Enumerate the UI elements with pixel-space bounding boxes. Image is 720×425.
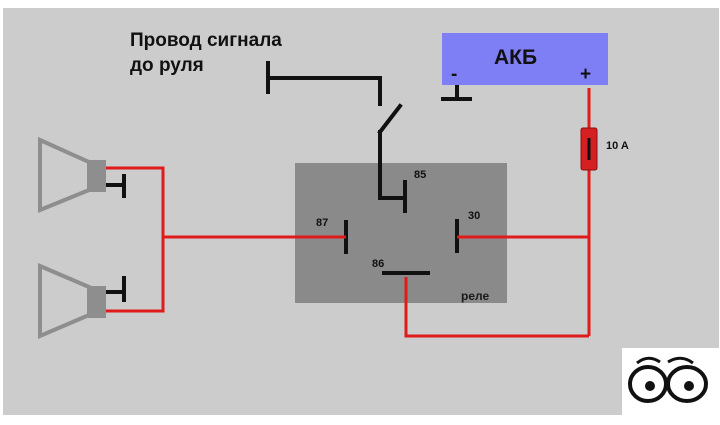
- relay-label: реле: [461, 289, 489, 303]
- battery-body: [442, 33, 608, 85]
- eyes-icon: [622, 348, 720, 416]
- horn-icon: [38, 136, 126, 213]
- fuse-label: 10 A: [606, 140, 629, 152]
- signal-wire-label-line1: Провод сигнала: [130, 30, 282, 51]
- battery-plus-label: +: [580, 64, 591, 85]
- relay-pin-85-label: 85: [414, 169, 426, 181]
- battery-minus-label: -: [451, 64, 457, 85]
- relay-pin-87-label: 87: [316, 217, 328, 229]
- battery-label: АКБ: [494, 46, 537, 69]
- relay-pin-86-label: 86: [372, 258, 384, 270]
- red-wiring: [104, 88, 591, 338]
- fuse: 10 A: [580, 127, 629, 171]
- battery-ground: [441, 85, 472, 101]
- signal-switch: [266, 61, 407, 213]
- relay-pin-30-label: 30: [468, 210, 480, 222]
- signal-wire-label-line2: до руля: [130, 55, 204, 76]
- horn-icon: [38, 262, 126, 340]
- relay-body: [295, 163, 507, 303]
- battery: АКБ - +: [442, 33, 608, 85]
